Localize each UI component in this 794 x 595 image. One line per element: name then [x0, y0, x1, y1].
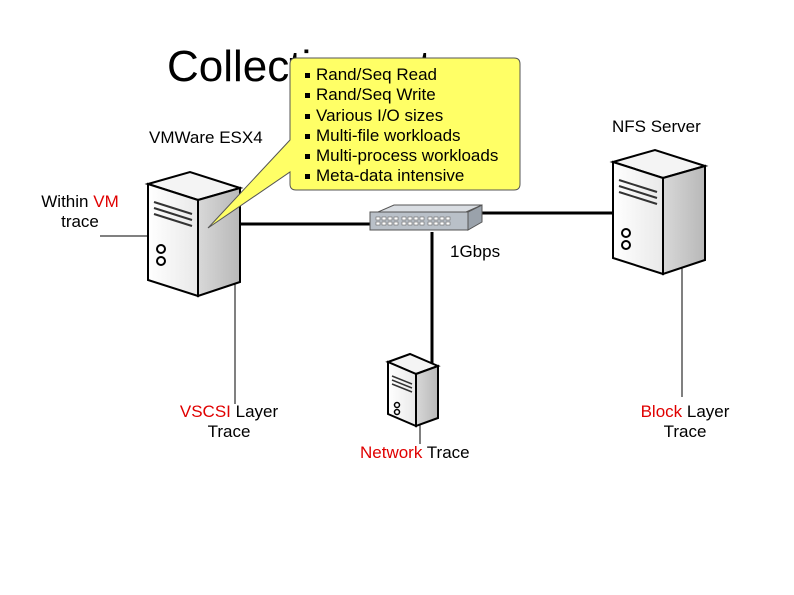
list-item: Rand/Seq Write: [304, 85, 498, 105]
vm-trace-label: Within VM trace: [41, 192, 119, 231]
vscsi-trace-label: VSCSI Layer Trace: [179, 402, 279, 441]
nfs-server-label: NFS Server: [612, 117, 701, 136]
block-trace-label: Block Layer Trace: [640, 402, 730, 441]
list-item: Multi-file workloads: [304, 126, 498, 146]
vm-highlight: VM: [93, 192, 119, 211]
network-highlight: Network: [360, 443, 423, 462]
network-trace-label: Network Trace: [360, 443, 470, 462]
nfs-server-icon: [609, 148, 709, 276]
workload-list: Rand/Seq Read Rand/Seq Write Various I/O…: [304, 65, 498, 187]
link-speed-label: 1Gbps: [450, 242, 501, 261]
list-item: Meta-data intensive: [304, 166, 498, 186]
client-machine-icon: [385, 352, 441, 428]
network-switch-icon: [369, 204, 483, 231]
list-item: Rand/Seq Read: [304, 65, 498, 85]
vscsi-highlight: VSCSI: [179, 402, 231, 421]
block-highlight: Block: [640, 402, 683, 421]
list-item: Multi-process workloads: [304, 146, 498, 166]
esx-host-label: VMWare ESX4: [149, 128, 263, 147]
esx-server-icon: [144, 170, 244, 298]
list-item: Various I/O sizes: [304, 106, 498, 126]
